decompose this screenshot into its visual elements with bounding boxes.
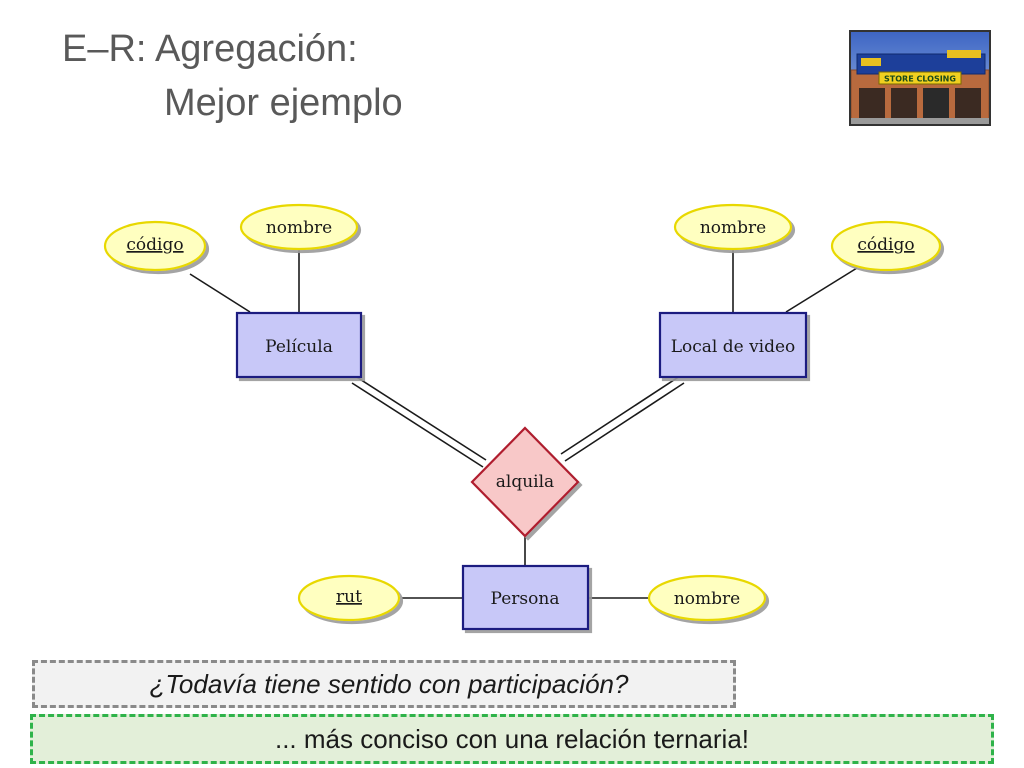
attribute-label: rut	[336, 587, 362, 607]
store-sign-text: STORE CLOSING	[884, 75, 956, 84]
attribute-local-codigo: código	[830, 220, 942, 272]
line-local-codigo	[785, 267, 858, 313]
attribute-label: nombre	[674, 589, 740, 609]
attribute-label: código	[126, 235, 183, 255]
line-pelicula-codigo	[189, 273, 251, 313]
double-line-local-a	[560, 375, 681, 455]
diagram-lines	[189, 249, 858, 599]
store-closing-photo: STORE CLOSING	[849, 30, 991, 126]
relationship-alquila: alquila	[470, 426, 580, 538]
attribute-persona-rut: rut	[297, 574, 401, 622]
entity-local-de-video: Local de video	[658, 311, 808, 379]
attribute-pelicula-nombre: nombre	[239, 203, 359, 251]
attribute-persona-nombre: nombre	[647, 574, 767, 622]
entity-label: Película	[265, 337, 333, 357]
entity-label: Local de video	[671, 337, 796, 357]
double-line-pelicula-a	[354, 375, 487, 461]
attribute-label: nombre	[266, 218, 332, 238]
entity-pelicula: Película	[235, 311, 363, 379]
attribute-local-nombre: nombre	[673, 203, 793, 251]
double-line-local-b	[564, 382, 685, 462]
title-line-1: E–R: Agregación:	[62, 28, 358, 70]
slide-title: E–R: Agregación: Mejor ejemplo	[62, 22, 403, 130]
entity-label: Persona	[491, 589, 560, 609]
store-photo-illustration: STORE CLOSING	[851, 32, 989, 124]
attribute-label: nombre	[700, 218, 766, 238]
entity-persona: Persona	[461, 564, 590, 631]
answer-note: ... más conciso con una relación ternari…	[30, 714, 994, 764]
double-line-pelicula-b	[351, 382, 484, 468]
attribute-label: código	[857, 235, 914, 255]
attribute-pelicula-codigo: código	[103, 220, 207, 272]
question-note: ¿Todavía tiene sentido con participación…	[32, 660, 736, 708]
relationship-label: alquila	[496, 472, 554, 492]
title-line-2: Mejor ejemplo	[164, 82, 403, 124]
